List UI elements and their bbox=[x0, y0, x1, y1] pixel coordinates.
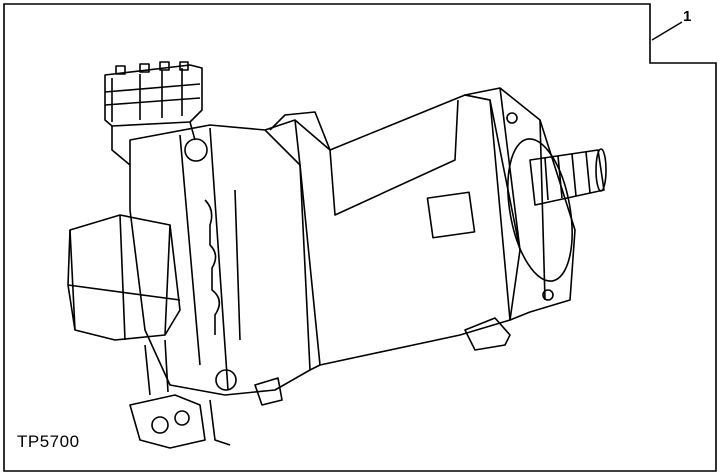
drain-port bbox=[464, 317, 511, 351]
figure-border bbox=[3, 3, 717, 472]
valve-block bbox=[104, 64, 203, 127]
motor-drawing bbox=[67, 61, 607, 449]
motor-body bbox=[264, 94, 521, 366]
output-shaft bbox=[529, 149, 605, 206]
callout-number: 1 bbox=[683, 8, 692, 25]
callout-leader bbox=[651, 21, 683, 41]
port-plate bbox=[129, 124, 311, 396]
lower-fittings bbox=[129, 394, 206, 449]
mounting-flange bbox=[464, 87, 576, 321]
figure-id: TP5700 bbox=[17, 432, 80, 451]
